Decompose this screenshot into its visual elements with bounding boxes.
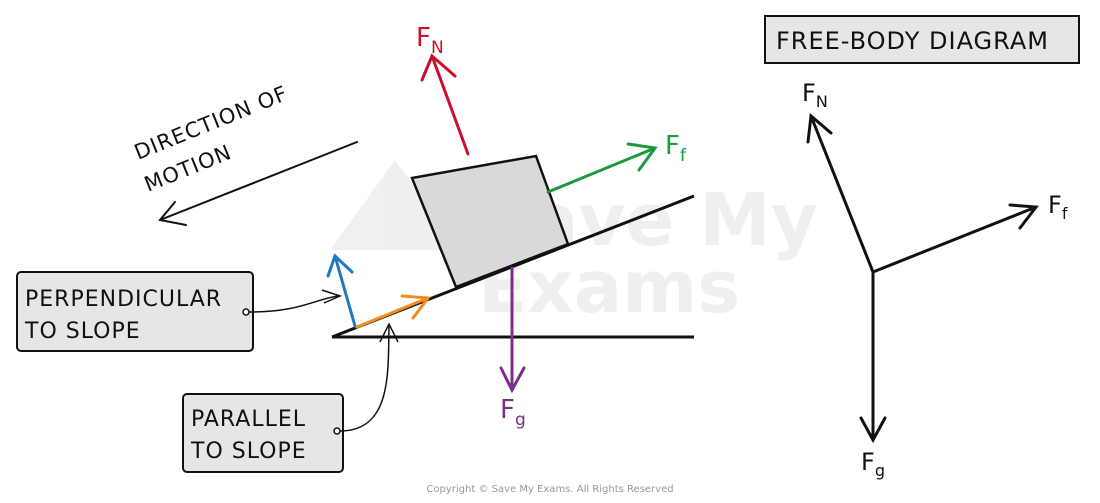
friction-force-arrow — [546, 142, 658, 194]
normal-force-arrow — [420, 53, 470, 156]
gravity-force-arrow — [499, 266, 526, 394]
fbd-title-box — [764, 15, 1080, 64]
parallel-callout-line2: TO SLOPE — [190, 439, 307, 464]
perpendicular-callout-line1: PERPENDICULAR — [25, 287, 222, 312]
fbd-normal-label: FN — [802, 79, 828, 111]
perpendicular-callout-leader-head — [321, 289, 343, 304]
fbd-gravity-label: Fg — [861, 448, 885, 480]
watermark: Save My Exams — [330, 160, 818, 329]
fbd-friction-arrow — [871, 203, 1039, 274]
watermark-logo-shape — [330, 160, 460, 250]
direction-of-motion-arrow — [158, 141, 358, 226]
fbd-friction-label: Ff — [1048, 191, 1068, 223]
perpendicular-callout-line2: TO SLOPE — [24, 319, 141, 344]
parallel-callout-leader — [339, 325, 390, 432]
fbd-title: FREE-BODY DIAGRAM — [776, 27, 1049, 55]
block — [410, 154, 570, 289]
perpendicular-callout-dot — [242, 308, 250, 316]
parallel-callout — [182, 393, 344, 473]
fbd-gravity-arrow — [859, 270, 887, 444]
parallel-callout-line1: PARALLEL — [191, 407, 306, 432]
friction-force-label: Ff — [665, 131, 687, 166]
normal-force-label: FN — [416, 23, 444, 58]
copyright-notice: Copyright © Save My Exams. All Rights Re… — [426, 484, 673, 495]
gravity-force-label: Fg — [500, 395, 526, 430]
parallel-callout-dot — [333, 427, 341, 435]
parallel-arrow — [355, 294, 431, 329]
fbd-normal-arrow — [806, 113, 875, 274]
perpendicular-arrow — [326, 253, 357, 328]
perpendicular-callout-leader — [248, 295, 339, 313]
parallel-callout-leader-head — [379, 322, 399, 343]
